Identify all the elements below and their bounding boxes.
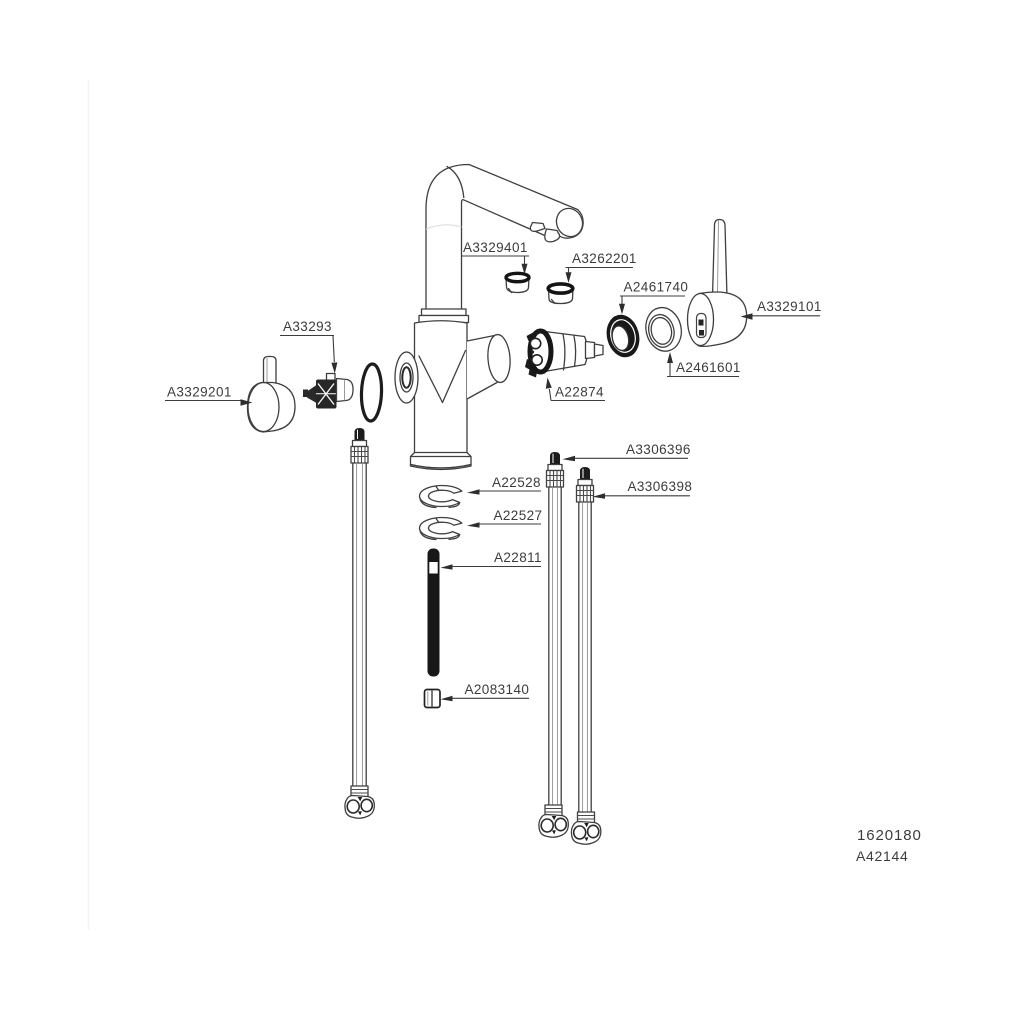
trim-ring-part: [645, 306, 683, 352]
label-trim-ring: A2461601: [667, 352, 741, 378]
horseshoe-washer-lower-part: [418, 516, 463, 541]
arrow-left-icon: [562, 455, 575, 462]
faucet-body: [394, 320, 511, 471]
arrow-up-icon: [667, 352, 673, 363]
arrow-left-icon: [740, 313, 753, 320]
model-number: A42144: [856, 848, 908, 864]
label-threaded-rod: A22811: [440, 550, 542, 570]
label-horseshoe-washer-lower: A22527: [467, 508, 542, 528]
threaded-rod-part: [427, 548, 440, 677]
supply-hose-left: [344, 427, 376, 820]
arrow-left-icon: [467, 489, 480, 495]
label-supply-hose-2: A3306398: [592, 479, 693, 499]
dome-ring-part: [606, 314, 640, 358]
arrow-down-icon: [521, 263, 528, 275]
part-label-text: A2083140: [465, 682, 530, 697]
drawing-number: 1620180: [857, 827, 922, 844]
faucet-base: [409, 451, 472, 471]
part-label-text: A3262201: [572, 251, 637, 266]
spout-outlet-tab: [529, 221, 546, 232]
label-horseshoe-washer-upper: A22528: [467, 475, 541, 495]
arrow-down-icon: [331, 362, 338, 374]
arrow-left-icon: [592, 493, 605, 499]
part-label-text: A3306398: [628, 479, 693, 494]
label-dome-ring: A2461740: [619, 280, 688, 315]
left-port: [394, 351, 419, 404]
arrow-left-icon: [467, 522, 480, 528]
part-label-text: A22811: [494, 550, 542, 565]
label-supply-hose-1: A3306396: [562, 442, 691, 462]
part-label-text: A22528: [492, 475, 541, 490]
spout-outlet-hook: [544, 228, 561, 243]
right-port-opening: [487, 333, 511, 384]
arrow-up-icon: [545, 377, 552, 389]
arrow-left-icon: [440, 695, 453, 702]
arrow-down-icon: [565, 272, 572, 283]
label-side-valve-cartridge: A33293: [280, 319, 338, 374]
label-aerator-insert: A3329401: [461, 240, 529, 275]
supply-hose-1: [538, 451, 570, 839]
label-mounting-nut: A2083140: [440, 682, 530, 702]
horseshoe-washer-upper-part: [418, 484, 463, 509]
part-label-text: A3306396: [626, 442, 691, 457]
part-label-text: A2461740: [624, 280, 689, 295]
side-handle-part: [246, 355, 296, 433]
part-labels: A3329401 A3262201 A2461740 A3329101 A246…: [165, 240, 822, 702]
drawing-footer: 1620180 A42144: [856, 827, 922, 864]
side-valve-cartridge-part: [303, 372, 354, 409]
part-label-text: A3329101: [757, 299, 822, 314]
handle-part: [686, 218, 748, 348]
o-ring-part: [359, 362, 384, 423]
part-label-text: A22874: [555, 385, 604, 400]
part-label-text: A2461601: [676, 360, 741, 375]
part-label-text: A3329401: [463, 240, 528, 255]
cartridge-part: [525, 328, 604, 378]
label-cartridge: A22874: [545, 377, 605, 402]
spout-collar: [418, 308, 470, 324]
part-label-text: A22527: [494, 508, 543, 523]
arrow-right-icon: [240, 399, 253, 406]
label-aerator-housing: A3262201: [565, 251, 637, 283]
mounting-nut-part: [423, 688, 441, 709]
faucet-spout-and-body: [394, 163, 584, 471]
arrow-left-icon: [440, 564, 453, 570]
part-label-text: A3329201: [167, 385, 232, 400]
arrow-down-icon: [619, 303, 625, 315]
label-handle: A3329101: [740, 299, 822, 320]
aerator-housing-part: [546, 282, 575, 305]
aerator-insert-part: [504, 271, 531, 294]
label-side-handle: A3329201: [165, 385, 253, 406]
spout-end-cap: [555, 207, 584, 238]
part-label-text: A33293: [283, 319, 332, 334]
supply-hose-2: [570, 466, 602, 846]
